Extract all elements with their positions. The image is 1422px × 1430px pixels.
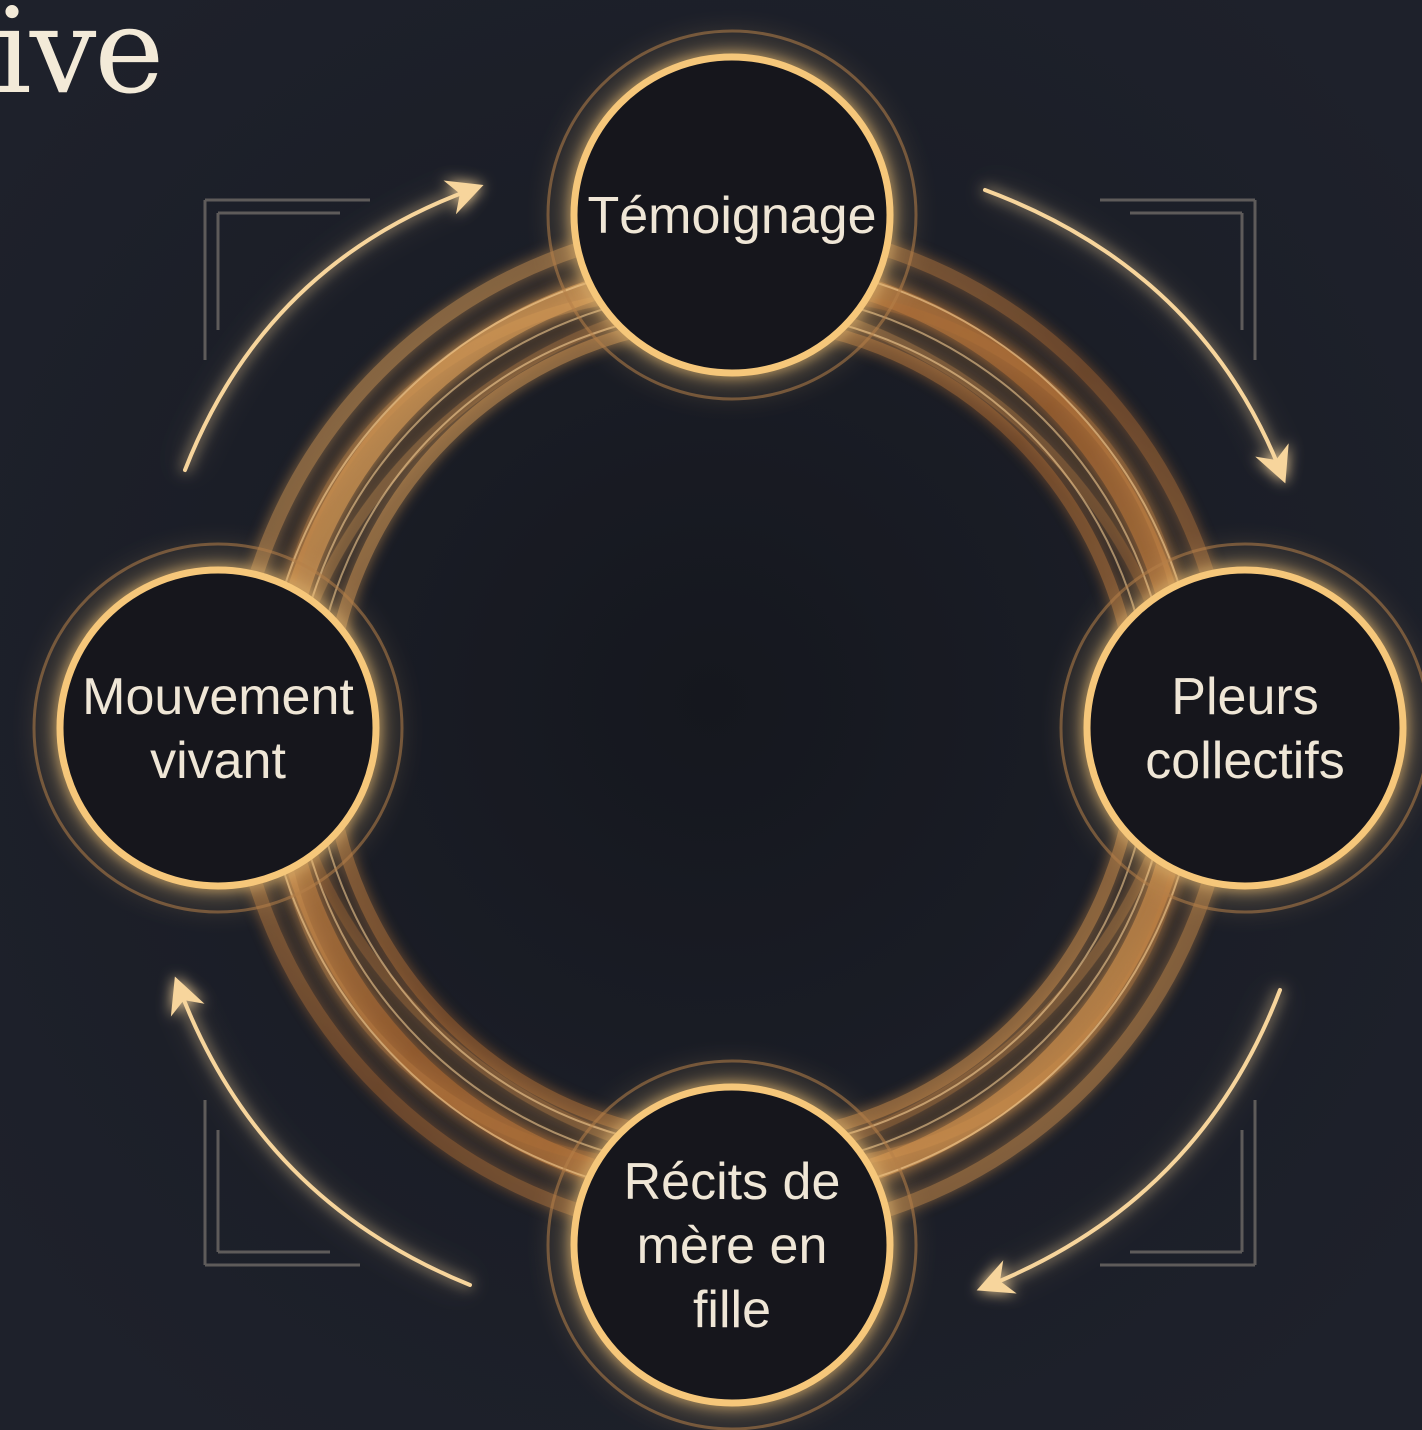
node-label-line: Récits de bbox=[624, 1153, 841, 1211]
bracket-bottom-right bbox=[1100, 1100, 1255, 1265]
node-circle bbox=[1087, 570, 1403, 886]
node-label-line: collectifs bbox=[1145, 732, 1344, 790]
ring-band-inner bbox=[327, 320, 1137, 1140]
node-label-line: fille bbox=[693, 1281, 771, 1339]
bracket-bottom-left bbox=[205, 1100, 360, 1265]
node-label-line: Témoignage bbox=[587, 187, 876, 245]
node-circle bbox=[60, 570, 376, 886]
node-label-line: Pleurs bbox=[1171, 668, 1318, 726]
ring-highlight-line bbox=[312, 310, 1152, 1150]
node-label-line: mère en bbox=[637, 1217, 828, 1275]
ring-band-main bbox=[277, 268, 1187, 1192]
bracket-top-left bbox=[205, 200, 370, 360]
bracket-top-right bbox=[1100, 200, 1255, 360]
node-label-line: vivant bbox=[150, 732, 286, 790]
node-label-line: Mouvement bbox=[82, 668, 354, 726]
node-pleurs: Pleurs collectifs bbox=[1061, 544, 1422, 912]
